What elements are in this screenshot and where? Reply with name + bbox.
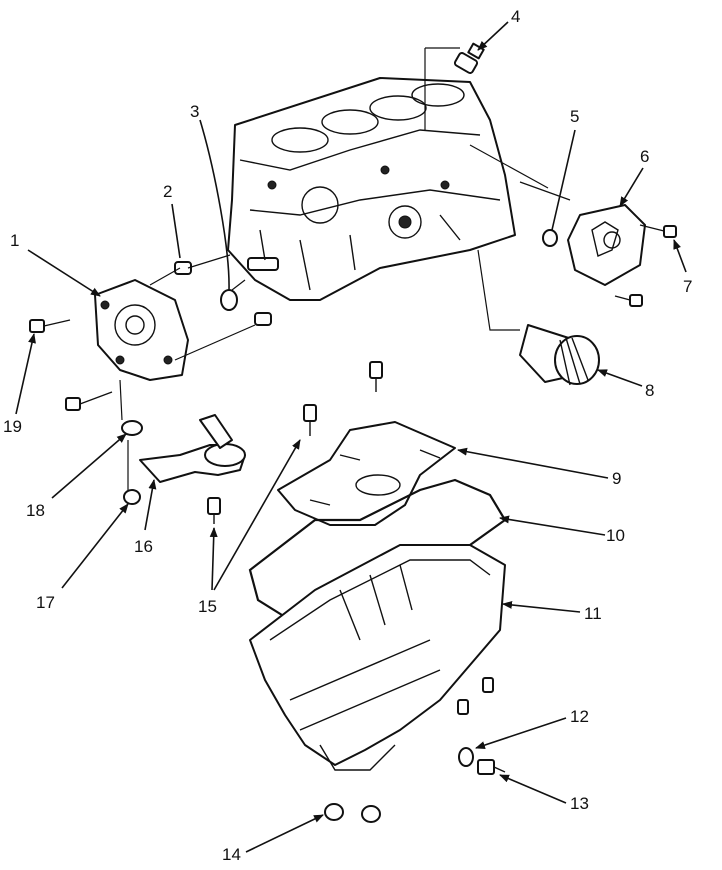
leader-4 (477, 21, 509, 51)
callout-19: 19 (3, 417, 22, 436)
leader-17 (61, 503, 129, 589)
o-ring-filter-bracket (542, 229, 558, 247)
leader-13 (499, 774, 567, 804)
dowel-pin-upper (174, 261, 192, 275)
oil-filter-bracket (567, 204, 646, 286)
leader-6 (619, 167, 644, 207)
o-ring-pump (220, 289, 238, 311)
leader-9 (457, 447, 609, 479)
callout-13: 13 (570, 794, 589, 813)
callout-3: 3 (190, 102, 200, 121)
assembly-guide-lines (119, 47, 571, 490)
callout-12: 12 (570, 707, 589, 726)
callout-8: 8 (645, 381, 655, 400)
leader-15b (213, 439, 301, 591)
drain-plug (477, 759, 506, 775)
leader-7 (673, 239, 687, 273)
callout-11: 11 (584, 604, 602, 623)
leader-8 (597, 369, 643, 387)
leader-2 (171, 203, 181, 259)
oil-pump (94, 279, 189, 381)
leader-5 (551, 129, 576, 231)
drain-washer (458, 747, 474, 767)
leader-lines (15, 21, 687, 853)
callout-16: 16 (134, 537, 153, 556)
oil-pan-nuts (324, 803, 381, 823)
callout-15: 15 (198, 597, 217, 616)
oil-strainer (139, 414, 246, 483)
oil-pump-bolts (29, 319, 113, 411)
callout-9: 9 (612, 469, 622, 488)
callout-6: 6 (640, 147, 650, 166)
leader-12 (475, 717, 567, 749)
dowel-pin-lower (254, 312, 272, 326)
strainer-gasket (121, 420, 143, 436)
baffle-bolts (207, 361, 383, 524)
callout-14: 14 (222, 845, 241, 864)
callout-10: 10 (606, 526, 625, 545)
leader-18 (51, 433, 127, 499)
callout-18: 18 (26, 501, 45, 520)
leader-11 (502, 600, 581, 613)
oil-pan-bolts (457, 677, 494, 715)
oil-pan (249, 544, 506, 771)
leader-14 (245, 814, 324, 853)
callout-2: 2 (163, 182, 173, 201)
bracket-bolts (614, 224, 677, 307)
leader-10 (499, 515, 606, 536)
oil-filter (519, 324, 600, 386)
callout-7: 7 (683, 277, 693, 296)
leader-15a (209, 527, 218, 591)
strainer-nut (123, 489, 141, 505)
engine-block (227, 77, 516, 301)
oil-pressure-switch (453, 42, 485, 74)
leader-16 (144, 479, 157, 531)
callout-4: 4 (511, 7, 521, 26)
callout-17: 17 (36, 593, 55, 612)
leader-1 (27, 249, 101, 297)
callout-5: 5 (570, 107, 580, 126)
leader-3 (199, 119, 230, 291)
leader-19 (15, 333, 36, 415)
baffle-plate (277, 421, 456, 526)
callout-1: 1 (10, 231, 20, 250)
